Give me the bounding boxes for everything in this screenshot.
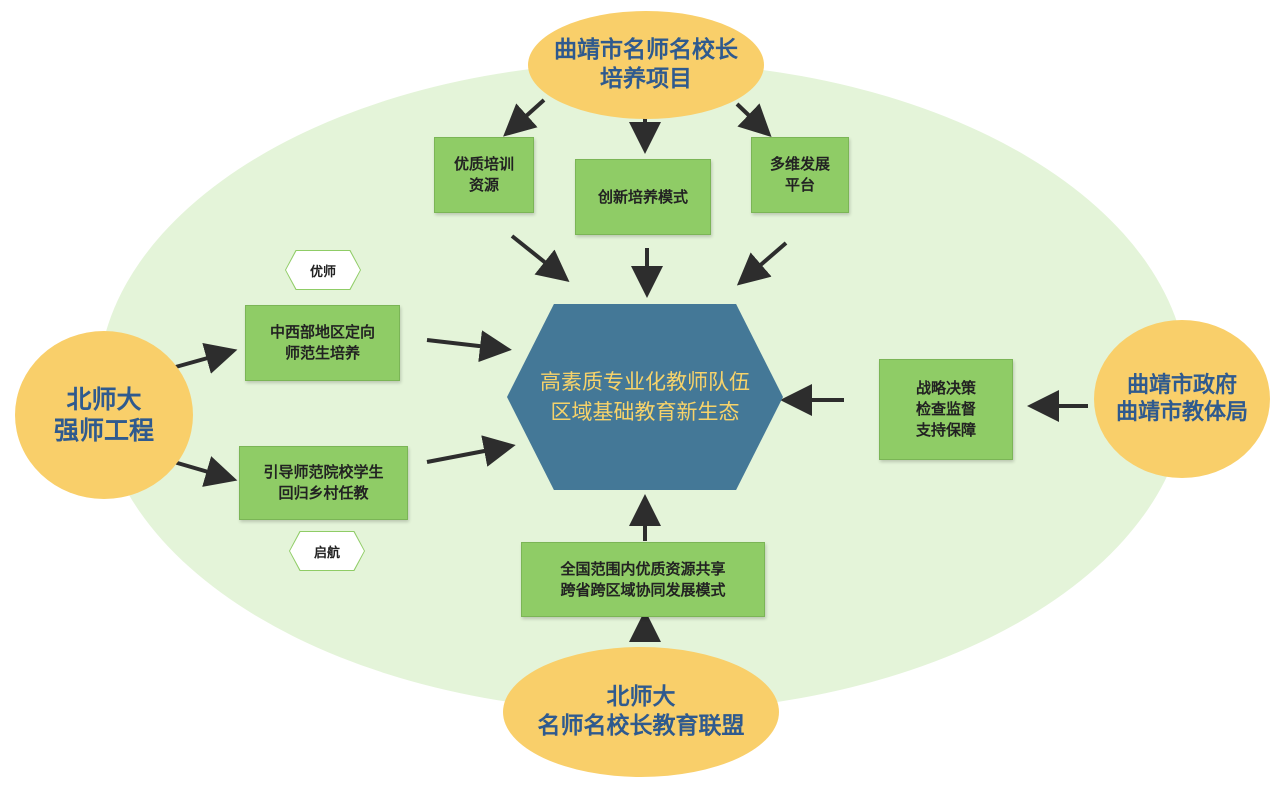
left-box-targeted-normal-student-training: 中西部地区定向 师范生培养 bbox=[245, 305, 400, 381]
left-box2-line2: 回归乡村任教 bbox=[278, 484, 369, 502]
tag-qihang: 启航 bbox=[290, 532, 364, 570]
tag-qihang-label: 启航 bbox=[313, 545, 340, 561]
top-box-innovative-training-model: 创新培养模式 bbox=[575, 159, 711, 235]
bottom-box-line1: 全国范围内优质资源共享 bbox=[560, 559, 726, 578]
arrow-top-oval-to-box3 bbox=[735, 102, 772, 138]
bottom-oval-line1: 北师大 bbox=[606, 684, 676, 711]
top-oval-line2: 培养项目 bbox=[600, 66, 692, 92]
center-line1: 高素质专业化教师队伍 bbox=[540, 369, 750, 394]
top-oval-qujing-famous-teacher-project: 曲靖市名师名校长 培养项目 bbox=[528, 11, 764, 119]
right-oval-line2: 曲靖市教体局 bbox=[1115, 400, 1248, 425]
top-oval-line1: 曲靖市名师名校长 bbox=[554, 37, 738, 64]
left-box2-line1: 引导师范院校学生 bbox=[263, 463, 384, 481]
top-box3-line1: 多维发展 bbox=[769, 155, 830, 173]
arrow-box1-to-center-left bbox=[426, 330, 512, 363]
top-box2-line1: 创新培养模式 bbox=[597, 187, 688, 206]
top-box-quality-training-resources: 优质培训 资源 bbox=[434, 137, 534, 213]
arrow-box2-to-center-left bbox=[426, 435, 516, 467]
left-oval-line1: 北师大 bbox=[66, 384, 142, 414]
bottom-oval-bnu-alliance: 北师大 名师名校长教育联盟 bbox=[503, 647, 779, 777]
right-box-line1: 战略决策 bbox=[915, 379, 976, 397]
right-box-line3: 支持保障 bbox=[915, 421, 976, 439]
left-box1-line2: 师范生培养 bbox=[284, 344, 360, 362]
center-line2: 区域基础教育新生态 bbox=[550, 400, 740, 424]
left-box1-line1: 中西部地区定向 bbox=[269, 323, 375, 341]
bottom-oval-line2: 名师名校长教育联盟 bbox=[537, 713, 745, 739]
tag-youshi-label: 优师 bbox=[309, 264, 336, 280]
right-box-line2: 检查监督 bbox=[915, 400, 976, 418]
left-box-return-to-rural-teaching: 引导师范院校学生 回归乡村任教 bbox=[239, 446, 408, 520]
left-oval-bnu-strong-teacher: 北师大 强师工程 bbox=[15, 331, 193, 499]
arrow-box3-to-center bbox=[736, 241, 788, 286]
top-box-multidimensional-platform: 多维发展 平台 bbox=[751, 137, 849, 213]
top-box3-line2: 平台 bbox=[784, 176, 815, 194]
left-oval-line2: 强师工程 bbox=[53, 416, 154, 445]
arrow-left-oval-to-box1 bbox=[171, 342, 238, 374]
bottom-box-line2: 跨省跨区域协同发展模式 bbox=[560, 580, 726, 599]
arrow-box1-to-center bbox=[510, 234, 570, 282]
bottom-box-resource-sharing-collaboration: 全国范围内优质资源共享 跨省跨区域协同发展模式 bbox=[521, 542, 765, 617]
arrow-left-oval-to-box2 bbox=[173, 456, 238, 487]
right-oval-line1: 曲靖市政府 bbox=[1126, 372, 1237, 398]
right-oval-qujing-government: 曲靖市政府 曲靖市教体局 bbox=[1094, 320, 1270, 478]
center-hexagon-goal: 高素质专业化教师队伍 区域基础教育新生态 bbox=[507, 304, 783, 490]
top-box1-line2: 资源 bbox=[468, 176, 499, 194]
tag-youshi: 优师 bbox=[286, 251, 360, 289]
arrow-top-oval-to-box1 bbox=[503, 98, 546, 137]
right-box-strategic-support: 战略决策 检查监督 支持保障 bbox=[879, 359, 1013, 460]
top-box1-line1: 优质培训 bbox=[453, 155, 514, 173]
